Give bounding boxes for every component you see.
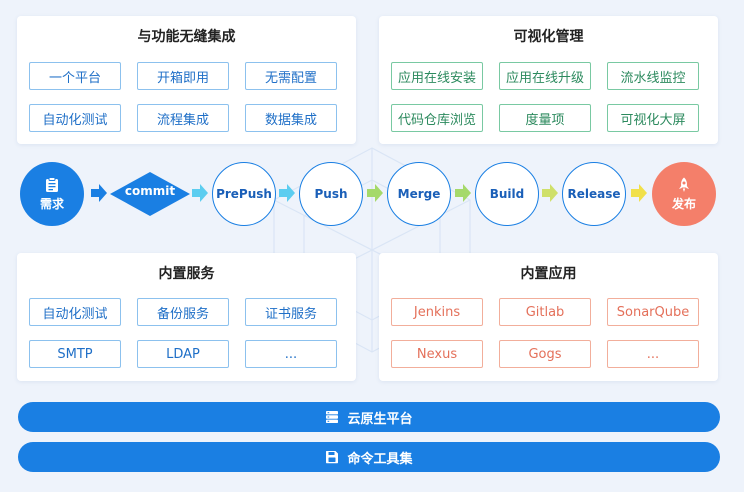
arrow-icon [91, 184, 107, 202]
builtin-services-panel: 内置服务 自动化测试 备份服务 证书服务 SMTP LDAP ... [17, 253, 356, 381]
service-tag: 自动化测试 [29, 298, 121, 326]
app-tag: SonarQube [607, 298, 699, 326]
stage-label: Merge [397, 187, 441, 201]
clipboard-icon [46, 176, 58, 192]
requirement-node: 需求 [20, 162, 84, 226]
builtin-apps-panel: 内置应用 Jenkins Gitlab SonarQube Nexus Gogs… [379, 253, 718, 381]
commit-label: commit [124, 184, 176, 198]
integration-panel-title: 与功能无缝集成 [137, 29, 236, 45]
service-tag: ... [245, 340, 337, 368]
app-tag: ... [607, 340, 699, 368]
release-node: 发布 [652, 162, 716, 226]
cloud-native-platform-bar: 云原生平台 [18, 402, 720, 432]
integration-tag: 开箱即用 [137, 62, 229, 90]
stage-merge: Merge [387, 162, 451, 226]
stage-build: Build [475, 162, 539, 226]
integration-tag: 自动化测试 [29, 104, 121, 132]
visual-management-tag: 流水线监控 [607, 62, 699, 90]
visual-management-panel-title: 可视化管理 [513, 29, 584, 45]
app-tag: Gitlab [499, 298, 591, 326]
visual-management-panel: 可视化管理 应用在线安装 应用在线升级 流水线监控 代码仓库浏览 度量项 可视化… [379, 16, 718, 144]
release-label: 发布 [671, 196, 696, 211]
stage-release: Release [562, 162, 626, 226]
arrow-icon [542, 184, 558, 202]
cli-toolkit-bar: 命令工具集 [18, 442, 720, 472]
stage-label: Release [567, 187, 621, 201]
visual-management-tag: 应用在线安装 [391, 62, 483, 90]
builtin-services-panel-title: 内置服务 [158, 266, 215, 282]
service-tag: 备份服务 [137, 298, 229, 326]
visual-management-tag: 应用在线升级 [499, 62, 591, 90]
floppy-disk-icon [325, 450, 339, 464]
app-tag: Jenkins [391, 298, 483, 326]
service-tag: SMTP [29, 340, 121, 368]
requirement-label: 需求 [39, 196, 64, 211]
service-tag: LDAP [137, 340, 229, 368]
visual-management-tag: 代码仓库浏览 [391, 104, 483, 132]
visual-management-tag: 可视化大屏 [607, 104, 699, 132]
visual-management-tag: 度量项 [499, 104, 591, 132]
integration-tag: 一个平台 [29, 62, 121, 90]
integration-tag: 无需配置 [245, 62, 337, 90]
commit-diamond [110, 172, 190, 216]
rocket-icon [679, 177, 689, 192]
arrow-icon [367, 184, 383, 202]
builtin-apps-panel-title: 内置应用 [520, 266, 577, 282]
arrow-icon [192, 184, 208, 202]
pipeline-arrows [91, 172, 647, 216]
stage-push: Push [299, 162, 363, 226]
stage-label: Build [489, 187, 525, 201]
integration-panel: 与功能无缝集成 一个平台 开箱即用 无需配置 自动化测试 流程集成 数据集成 [17, 16, 356, 144]
arrow-icon [455, 184, 471, 202]
stage-label: Push [314, 187, 348, 201]
arrow-icon [279, 184, 295, 202]
app-tag: Gogs [499, 340, 591, 368]
integration-tag: 数据集成 [245, 104, 337, 132]
cloud-native-platform-label: 云原生平台 [347, 411, 413, 427]
arrow-icon [631, 184, 647, 202]
pipeline: 需求 commit PrePush Push Merge Build Relea… [0, 156, 744, 236]
integration-tag: 流程集成 [137, 104, 229, 132]
service-tag: 证书服务 [245, 298, 337, 326]
app-tag: Nexus [391, 340, 483, 368]
stage-prepush: PrePush [212, 162, 276, 226]
stage-label: PrePush [216, 187, 272, 201]
server-stack-icon [325, 410, 339, 424]
cli-toolkit-label: 命令工具集 [347, 451, 413, 467]
